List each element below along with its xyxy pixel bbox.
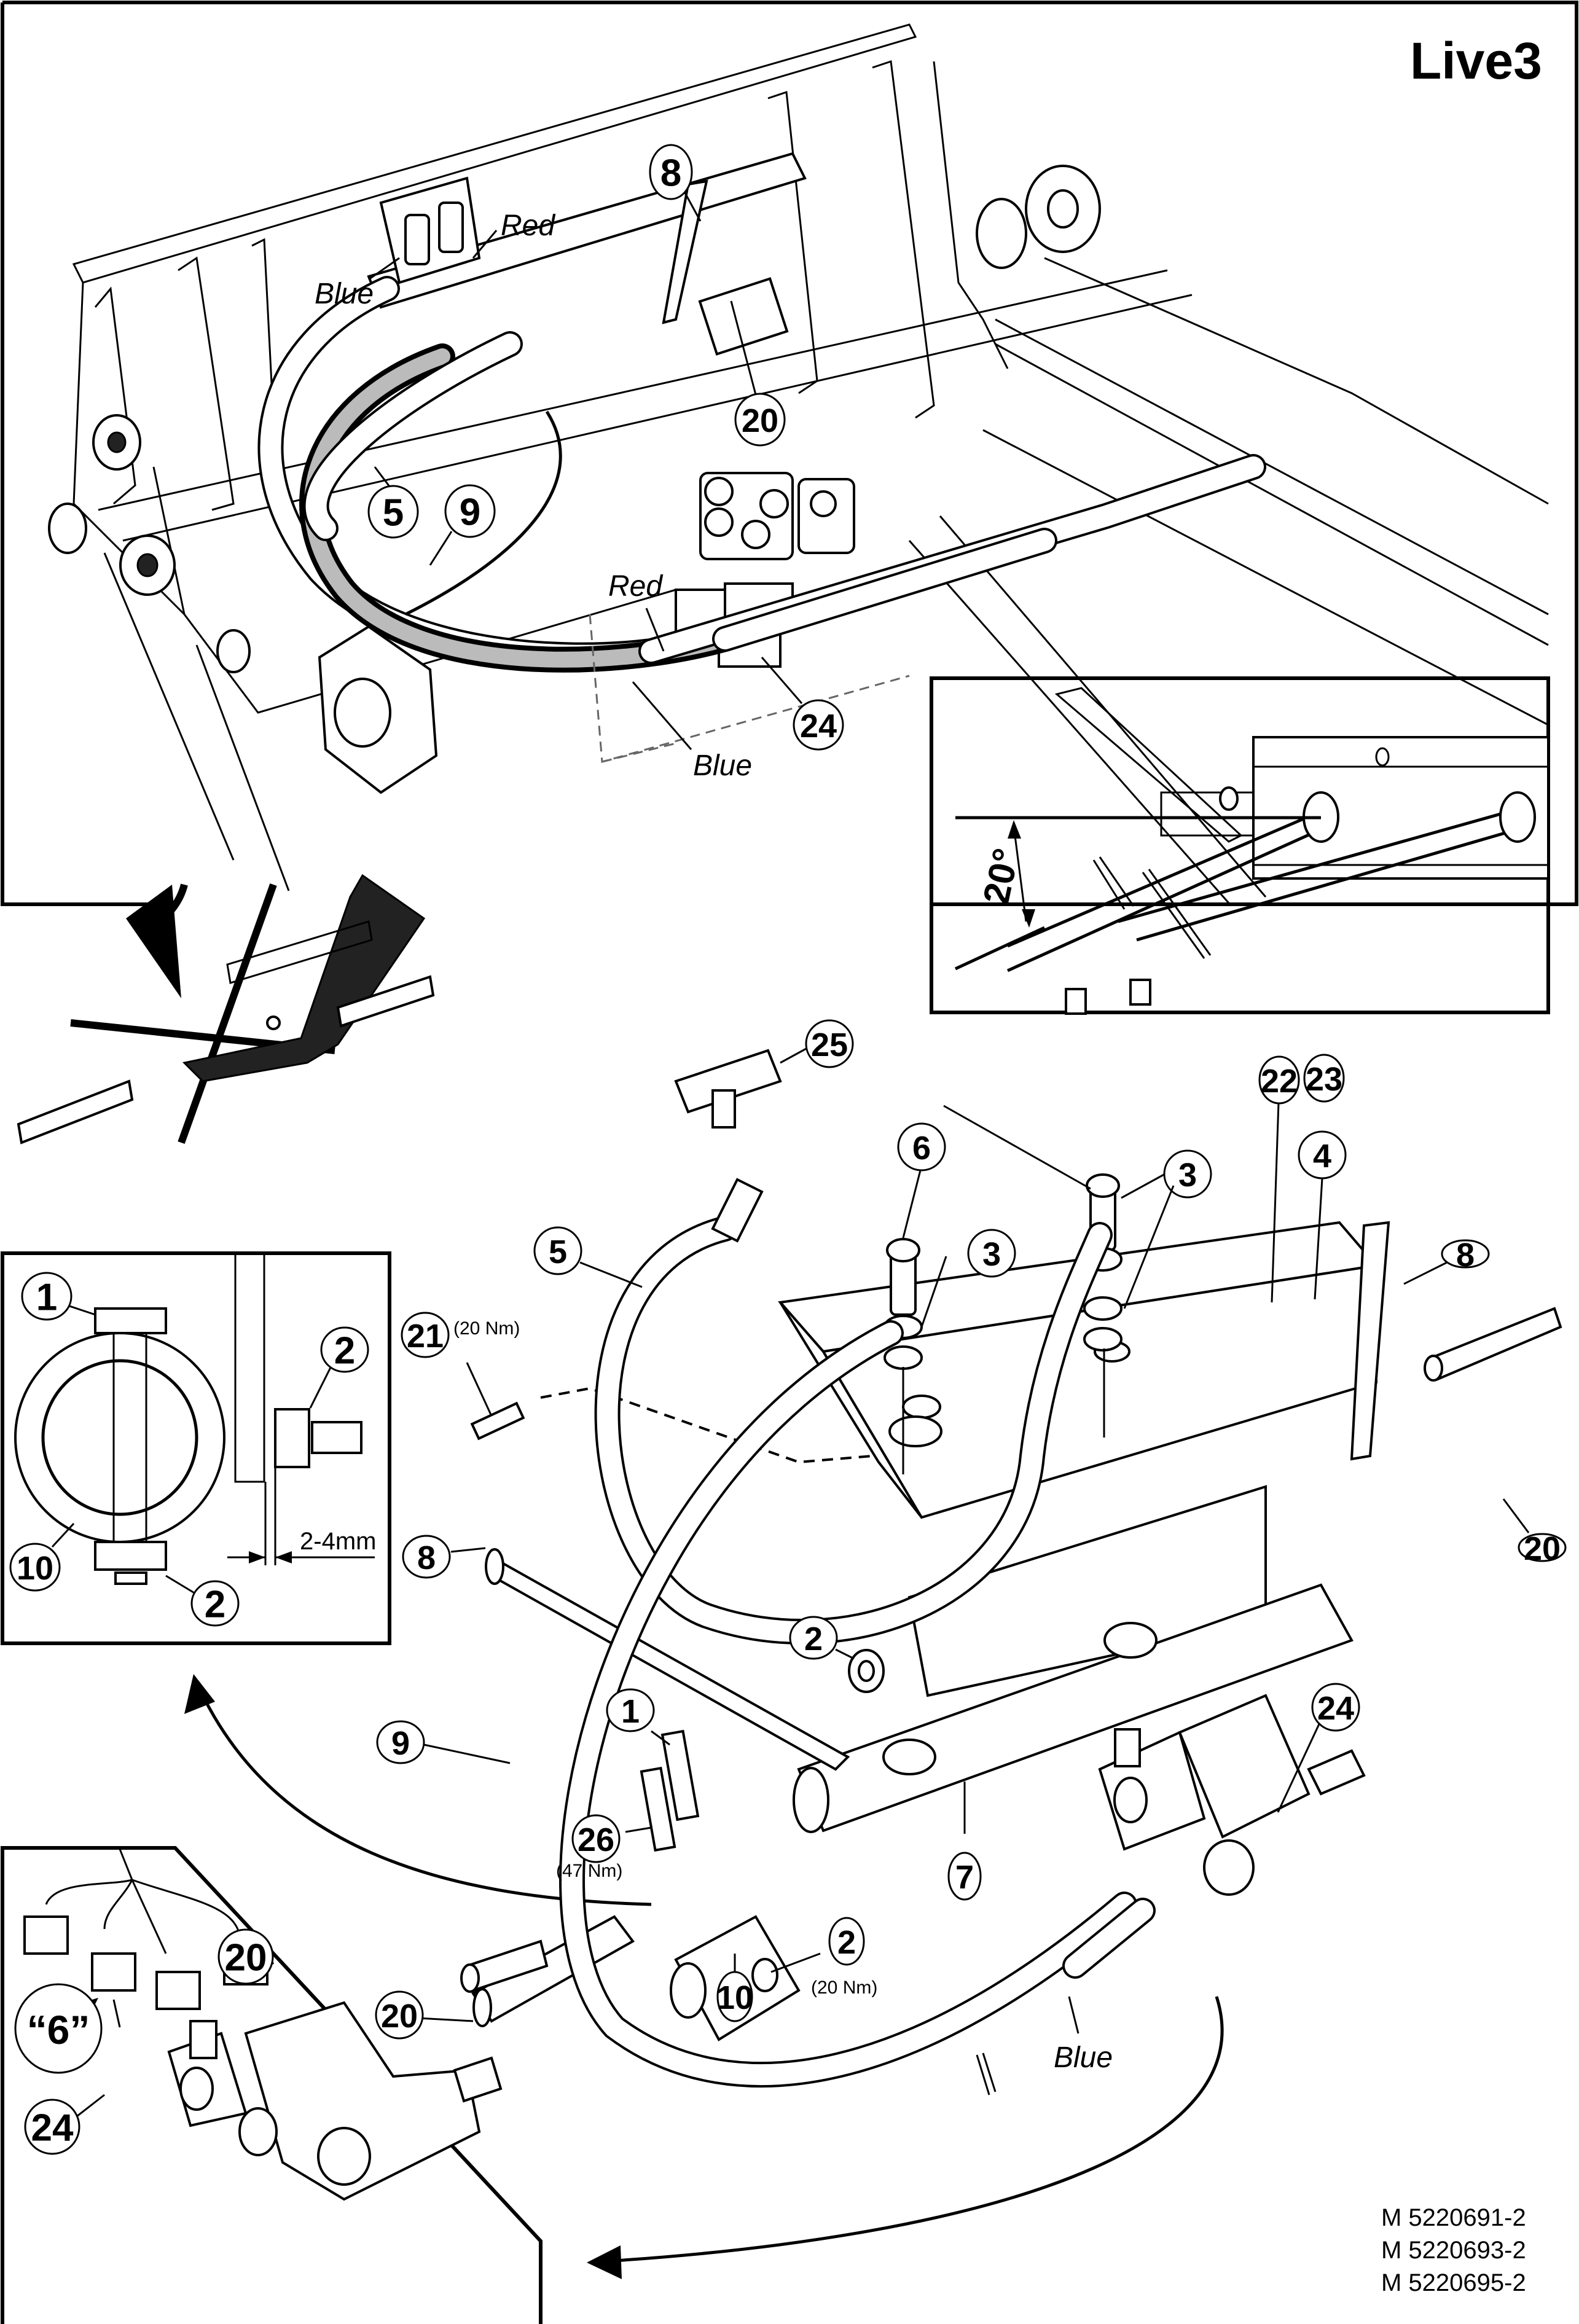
connector-callout-6: “6” xyxy=(14,1983,103,2074)
torque-21: (20 Nm) xyxy=(453,1318,520,1339)
clamp-callout-10: 10 xyxy=(9,1522,75,1592)
svg-text:10: 10 xyxy=(716,1979,753,2016)
callout-10-exploded: 10 xyxy=(716,1954,753,2022)
top-blue-label: Blue xyxy=(315,278,374,310)
callout-9-exploded: 9 xyxy=(376,1720,511,1764)
torque-26: (47 Nm) xyxy=(556,1861,622,1881)
svg-text:24: 24 xyxy=(31,2107,74,2150)
top-red-label: Red xyxy=(501,209,555,242)
svg-text:3: 3 xyxy=(982,1236,1001,1273)
connector-callout-24: 24 xyxy=(24,2094,105,2155)
callout-3-lower xyxy=(1123,1185,1175,1309)
callout-5-top: 5 xyxy=(367,466,419,539)
callout-7: 7 xyxy=(947,1782,982,1901)
svg-text:10: 10 xyxy=(17,1550,53,1587)
exploded-blue-label: Blue xyxy=(1054,2041,1113,2074)
callout-24-top: 24 xyxy=(761,657,844,751)
svg-text:2: 2 xyxy=(334,1330,355,1372)
svg-text:8: 8 xyxy=(417,1540,436,1576)
callout-8-top: 8 xyxy=(649,144,702,222)
svg-text:24: 24 xyxy=(1317,1690,1354,1727)
svg-text:25: 25 xyxy=(811,1027,848,1063)
svg-text:9: 9 xyxy=(460,491,480,534)
svg-text:8: 8 xyxy=(660,152,681,195)
svg-text:3: 3 xyxy=(1178,1157,1197,1194)
callout-20-right: 20 xyxy=(1502,1498,1567,1567)
callout-22: 22 xyxy=(1258,1055,1300,1303)
angle-label: 20° xyxy=(975,845,1027,908)
svg-text:6: 6 xyxy=(912,1130,931,1167)
svg-text:2: 2 xyxy=(804,1621,823,1657)
callout-23: 23 xyxy=(1303,1054,1345,1103)
svg-text:20: 20 xyxy=(742,402,778,439)
callout-4: 4 xyxy=(1298,1130,1347,1300)
svg-text:“6”: “6” xyxy=(27,2007,90,2052)
svg-text:9: 9 xyxy=(391,1725,410,1762)
angle-inset: 20° xyxy=(930,676,1550,1015)
lower-red-label: Red xyxy=(608,570,663,603)
svg-text:8: 8 xyxy=(1456,1237,1475,1274)
callout-25: 25 xyxy=(780,1019,854,1068)
clamp-callout-2-bottom: 2 xyxy=(165,1575,240,1627)
svg-text:22: 22 xyxy=(1261,1063,1298,1100)
clamp-callout-1: 1 xyxy=(21,1272,96,1321)
doc-number-3: M 5220695-2 xyxy=(1381,2269,1526,2296)
svg-text:20: 20 xyxy=(381,1998,418,2035)
callout-21: 21 (20 Nm) xyxy=(401,1312,520,1417)
svg-text:23: 23 xyxy=(1306,1061,1342,1098)
svg-text:4: 4 xyxy=(1313,1138,1331,1175)
callout-26: 26 (47 Nm) xyxy=(556,1814,652,1881)
top-view-frame xyxy=(1,1,1578,906)
svg-text:7: 7 xyxy=(955,1859,974,1896)
callout-2-lower: 2 (20 Nm) xyxy=(770,1917,877,1998)
callout-6-left: 6 xyxy=(897,1122,946,1238)
callout-1-exploded: 1 xyxy=(606,1688,670,1746)
gap-dimension: 2-4mm xyxy=(300,1528,376,1555)
svg-text:20: 20 xyxy=(1524,1530,1561,1567)
page-title: Live3 xyxy=(1410,32,1542,90)
linkage-drawing xyxy=(17,874,435,1144)
lower-blue-label: Blue xyxy=(693,749,752,782)
exploded-view-drawing xyxy=(470,1049,1562,2095)
svg-text:2: 2 xyxy=(205,1584,225,1626)
svg-text:24: 24 xyxy=(800,708,837,745)
svg-text:5: 5 xyxy=(383,492,404,534)
clamp-inset: 2-4mm xyxy=(1,1251,391,1645)
callout-24-exploded: 24 xyxy=(1277,1683,1360,1813)
svg-text:1: 1 xyxy=(621,1693,640,1730)
svg-text:26: 26 xyxy=(578,1821,614,1858)
connector-callout-20: 20 xyxy=(217,1928,275,1985)
svg-text:21: 21 xyxy=(407,1318,444,1355)
doc-number-2: M 5220693-2 xyxy=(1381,2237,1526,2264)
callout-8-left: 8 xyxy=(402,1535,486,1579)
callout-8-right: 8 xyxy=(1403,1237,1490,1285)
svg-text:1: 1 xyxy=(36,1277,57,1319)
svg-text:20: 20 xyxy=(225,1937,267,1979)
doc-number-1: M 5220691-2 xyxy=(1381,2204,1526,2231)
callout-3-mid: 3 xyxy=(920,1229,1016,1328)
connector-inset xyxy=(1,1846,549,2324)
callout-20-top: 20 xyxy=(730,300,786,447)
callout-5-exploded: 5 xyxy=(533,1226,643,1288)
arrow-to-connector-inset xyxy=(614,1996,1224,2263)
callout-2-mid: 2 xyxy=(789,1616,855,1660)
svg-text:2: 2 xyxy=(837,1924,856,1961)
loader-frame-drawing xyxy=(48,23,1549,904)
torque-2-lower: (20 Nm) xyxy=(811,1978,877,1998)
svg-text:5: 5 xyxy=(549,1234,567,1270)
clamp-callout-2-right: 2 xyxy=(309,1326,369,1409)
callout-20-lower: 20 xyxy=(375,1990,474,2040)
callout-6-right xyxy=(943,1105,1091,1190)
callout-3-upper: 3 xyxy=(1121,1149,1212,1199)
callout-9-top: 9 xyxy=(429,484,496,566)
